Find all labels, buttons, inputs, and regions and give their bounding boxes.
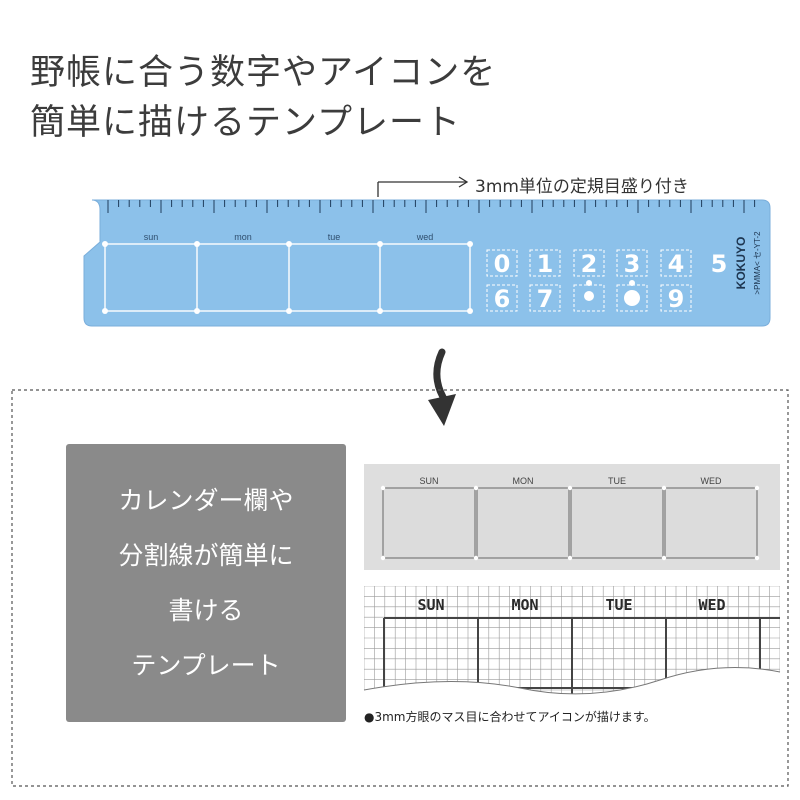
svg-text:1: 1 xyxy=(537,250,554,278)
grid-label: MON xyxy=(511,596,538,614)
digit-stencil-0: 0 xyxy=(486,249,518,278)
svg-text:4: 4 xyxy=(668,250,685,278)
template-frame-holes xyxy=(102,241,473,314)
calendar-label: WED xyxy=(701,476,722,486)
callout-arrow xyxy=(377,176,469,197)
digit-stencil-5: 5 xyxy=(711,250,728,278)
svg-text:2: 2 xyxy=(581,250,598,278)
headline-line-1: 野帳に合う数字やアイコンを xyxy=(30,53,497,93)
digit-stencil-3: 3 xyxy=(616,249,648,278)
grid-label: SUN xyxy=(417,596,444,614)
down-arrow-icon xyxy=(428,348,456,426)
svg-text:0: 0 xyxy=(494,250,511,278)
digit-stencil-2: 2 xyxy=(573,249,605,278)
panel-line-1: カレンダー欄や xyxy=(118,486,294,515)
template-day-label: wed xyxy=(416,232,434,242)
calendar-label: TUE xyxy=(608,476,626,486)
calendar-example: SUN MON TUE WED xyxy=(364,464,780,570)
panel-line-2: 分割線が簡単に xyxy=(118,541,294,570)
panel-line-3: 書ける xyxy=(168,596,244,625)
digit-stencil-1: 1 xyxy=(529,249,561,278)
svg-text:3: 3 xyxy=(624,250,641,278)
svg-text:5: 5 xyxy=(711,250,728,278)
ruler-ticks xyxy=(107,200,756,213)
svg-text:6: 6 xyxy=(494,285,511,313)
description-panel xyxy=(66,444,346,722)
panel-line-4: テンプレート xyxy=(131,651,281,680)
calendar-label: MON xyxy=(513,476,534,486)
svg-text:9: 9 xyxy=(668,285,685,313)
svg-text:7: 7 xyxy=(537,285,554,313)
description-panel-text: カレンダー欄や 分割線が簡単に 書ける テンプレート xyxy=(66,444,346,722)
headline: 野帳に合う数字やアイコンを 簡単に描けるテンプレート xyxy=(30,48,496,148)
detail-frame xyxy=(11,389,789,787)
digit-stencils: 0 1 2 3 4 5 6 7 9 xyxy=(486,249,728,313)
grid-note: ●3mm方眼のマス目に合わせてアイコンが描けます。 xyxy=(364,710,656,724)
template-day-label: mon xyxy=(234,232,252,242)
product-code-text: >PMMA< セ-YT-2 xyxy=(753,231,762,295)
template-day-label: tue xyxy=(328,232,341,242)
grid-label: WED xyxy=(698,596,725,614)
calendar-label: SUN xyxy=(419,476,438,486)
headline-line-2: 簡単に描けるテンプレート xyxy=(30,103,461,143)
template-day-label: sun xyxy=(144,232,159,242)
digit-stencil-4: 4 xyxy=(660,249,692,278)
digit-stencil-6: 6 xyxy=(486,284,518,313)
grid-paper-example: SUN MON TUE WED xyxy=(363,586,781,695)
ruler-callout-text: 3mm単位の定規目盛り付き xyxy=(475,177,689,197)
digit-stencil-7: 7 xyxy=(529,284,561,313)
brand-logo-text: KOKUYO xyxy=(734,237,748,290)
template-ruler: sun mon tue wed 0 1 2 3 4 5 6 7 9 KOKUYO… xyxy=(83,199,771,327)
grid-label: TUE xyxy=(605,596,632,614)
digit-stencil-8-alt: 9 xyxy=(660,284,692,313)
